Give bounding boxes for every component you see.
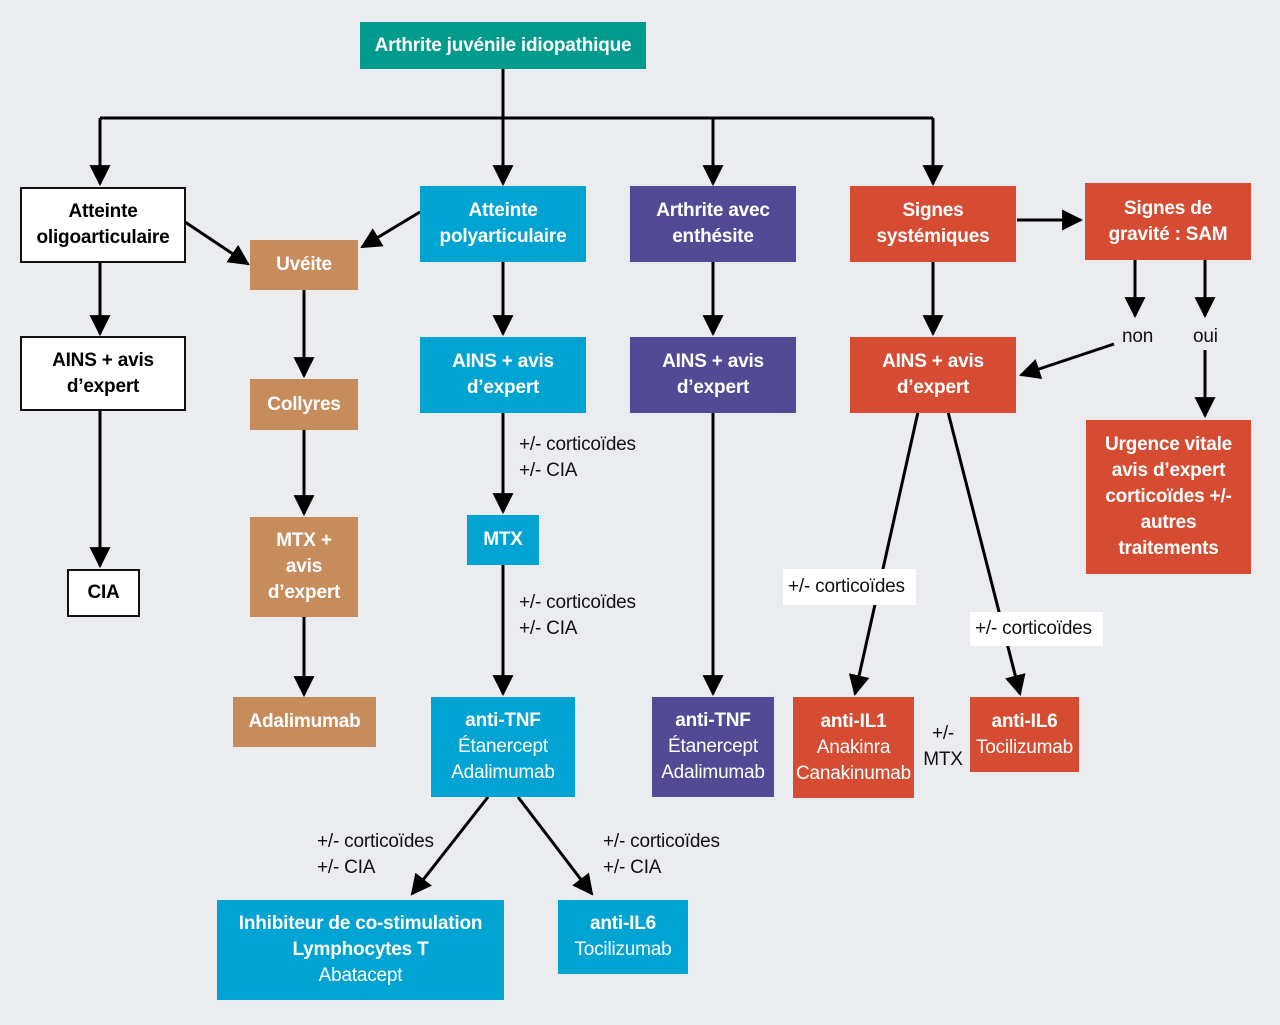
costim-node: Inhibiteur de co-stimulation Lymphocytes… bbox=[217, 900, 504, 1000]
poly-ains-line1: AINS + avis bbox=[452, 351, 554, 372]
uveite-mtx-line1: MTX + bbox=[276, 530, 332, 551]
uveite-node: Uvéite bbox=[250, 240, 358, 290]
systemic-antiil6-title: anti-IL6 bbox=[991, 710, 1058, 732]
non-label: non bbox=[1120, 324, 1156, 350]
poly-antitnf-node: anti-TNF Étanercept Adalimumab bbox=[431, 697, 575, 797]
enthesite-node: Arthrite avec enthésite bbox=[630, 186, 796, 262]
enthesite-title-line1: Arthrite avec bbox=[656, 200, 770, 221]
collyres-node: Collyres bbox=[250, 379, 358, 430]
urgence-line2: avis d’expert bbox=[1111, 460, 1226, 481]
mtx-between-label: +/- MTX bbox=[920, 721, 966, 773]
enthesite-antitnf-drug2: Adalimumab bbox=[661, 762, 765, 783]
poly-label-left-line2: +/- CIA bbox=[317, 857, 376, 878]
poly-mtx-label: MTX bbox=[483, 529, 523, 550]
oligo-ains-node: AINS + avis d’expert bbox=[20, 336, 186, 411]
uveite-label: Uvéite bbox=[276, 254, 332, 275]
poly-node: Atteinte polyarticulaire bbox=[420, 186, 586, 262]
antiil1-drug1: Anakinra bbox=[816, 736, 891, 758]
poly-antiil6-node: anti-IL6 Tocilizumab bbox=[558, 900, 688, 974]
collyres-label: Collyres bbox=[267, 393, 341, 415]
gravite-line1: Signes de bbox=[1124, 197, 1212, 219]
non-text: non bbox=[1122, 326, 1154, 347]
oligo-title-line1: Atteinte bbox=[68, 201, 138, 222]
poly-antitnf-drug1: Étanercept bbox=[458, 736, 548, 757]
poly-label-right-line1: +/- corticoïdes bbox=[603, 831, 720, 852]
il1-corticoides-label: +/- corticoïdes bbox=[783, 569, 916, 605]
enthesite-ains-line2: d’expert bbox=[676, 377, 750, 398]
poly-label-left-line1: +/- corticoïdes bbox=[317, 831, 434, 852]
gravite-line2: gravité : SAM bbox=[1108, 223, 1228, 245]
enthesite-antitnf-node: anti-TNF Étanercept Adalimumab bbox=[652, 697, 774, 797]
oligo-node: Atteinte oligoarticulaire bbox=[20, 187, 186, 263]
root-node: Arthrite juvénile idiopathique bbox=[360, 22, 646, 69]
poly-label-mtx-tnf: +/- corticoïdes +/- CIA bbox=[519, 590, 636, 642]
enthesite-antitnf-title: anti-TNF bbox=[675, 710, 751, 731]
costim-drug: Abatacept bbox=[318, 965, 403, 986]
poly-mtx-node: MTX bbox=[467, 515, 539, 565]
systemic-ains-line2: d’expert bbox=[896, 377, 970, 398]
urgence-line5: traitements bbox=[1118, 538, 1219, 559]
oligo-cia-node: CIA bbox=[67, 569, 140, 617]
enthesite-ains-line1: AINS + avis bbox=[662, 351, 764, 372]
mtx-between-line1: +/- bbox=[931, 723, 955, 744]
poly-label-ains-mtx: +/- corticoïdes +/- CIA bbox=[519, 432, 636, 484]
uveite-mtx-node: MTX + avis d’expert bbox=[250, 517, 358, 617]
poly-ains-line2: d’expert bbox=[466, 377, 540, 398]
antiil1-title: anti-IL1 bbox=[820, 710, 887, 732]
systemic-antiil6-drug: Tocilizumab bbox=[975, 736, 1074, 758]
poly-label1-line2: +/- CIA bbox=[519, 460, 578, 481]
uveite-mtx-line3: d’expert bbox=[267, 582, 341, 603]
oui-label: oui bbox=[1191, 324, 1220, 350]
root-label: Arthrite juvénile idiopathique bbox=[374, 34, 632, 56]
il1-corticoides-text: +/- corticoïdes bbox=[788, 576, 905, 597]
poly-antitnf-drug2: Adalimumab bbox=[451, 762, 555, 783]
urgence-line4: autres bbox=[1140, 512, 1197, 533]
systemic-antiil6-node: anti-IL6 Tocilizumab bbox=[970, 697, 1079, 772]
poly-ains-node: AINS + avis d’expert bbox=[420, 337, 586, 413]
oui-text: oui bbox=[1193, 326, 1218, 347]
costim-title-line2: Lymphocytes T bbox=[292, 939, 429, 960]
urgence-node: Urgence vitale avis d’expert corticoïdes… bbox=[1086, 420, 1251, 574]
poly-antitnf-title: anti-TNF bbox=[465, 710, 541, 731]
poly-label1-line1: +/- corticoïdes bbox=[519, 434, 636, 455]
systemic-title-line2: systémiques bbox=[876, 226, 990, 247]
urgence-line1: Urgence vitale bbox=[1104, 434, 1233, 455]
oligo-title-line2: oligoarticulaire bbox=[36, 227, 170, 248]
poly-label-costim: +/- corticoïdes +/- CIA bbox=[317, 829, 434, 881]
antiil1-drug2: Canakinumab bbox=[795, 762, 912, 784]
urgence-line3: corticoïdes +/- bbox=[1105, 486, 1232, 507]
systemic-ains-line1: AINS + avis bbox=[882, 351, 984, 372]
mtx-between-line2: MTX bbox=[923, 749, 963, 770]
poly-label2-line2: +/- CIA bbox=[519, 618, 578, 639]
poly-antiil6-drug: Tocilizumab bbox=[574, 939, 672, 960]
poly-label-il6: +/- corticoïdes +/- CIA bbox=[603, 829, 720, 881]
il6-corticoides-label: +/- corticoïdes bbox=[970, 612, 1103, 646]
systemic-title-line1: Signes bbox=[902, 200, 964, 221]
systemic-node: Signes systémiques bbox=[850, 186, 1016, 262]
oligo-cia-label: CIA bbox=[87, 582, 120, 603]
oligo-ains-line1: AINS + avis bbox=[52, 349, 154, 371]
poly-label-right-line2: +/- CIA bbox=[603, 857, 662, 878]
poly-antiil6-title: anti-IL6 bbox=[590, 913, 656, 934]
poly-title-line1: Atteinte bbox=[468, 200, 538, 221]
poly-title-line2: polyarticulaire bbox=[439, 226, 567, 247]
gravite-node: Signes de gravité : SAM bbox=[1085, 183, 1251, 260]
poly-label2-line1: +/- corticoïdes bbox=[519, 592, 636, 613]
antiil1-node: anti-IL1 Anakinra Canakinumab bbox=[793, 697, 914, 798]
uveite-mtx-line2: avis bbox=[285, 556, 323, 577]
enthesite-title-line2: enthésite bbox=[672, 226, 754, 247]
adalimumab-label: Adalimumab bbox=[248, 711, 361, 732]
adalimumab-node: Adalimumab bbox=[233, 697, 376, 747]
enthesite-antitnf-drug1: Étanercept bbox=[668, 736, 758, 757]
systemic-ains-node: AINS + avis d’expert bbox=[850, 337, 1016, 413]
enthesite-ains-node: AINS + avis d’expert bbox=[630, 337, 796, 413]
oligo-ains-line2: d’expert bbox=[66, 375, 140, 397]
il6-corticoides-text: +/- corticoïdes bbox=[975, 618, 1092, 639]
costim-title-line1: Inhibiteur de co-stimulation bbox=[238, 913, 483, 934]
